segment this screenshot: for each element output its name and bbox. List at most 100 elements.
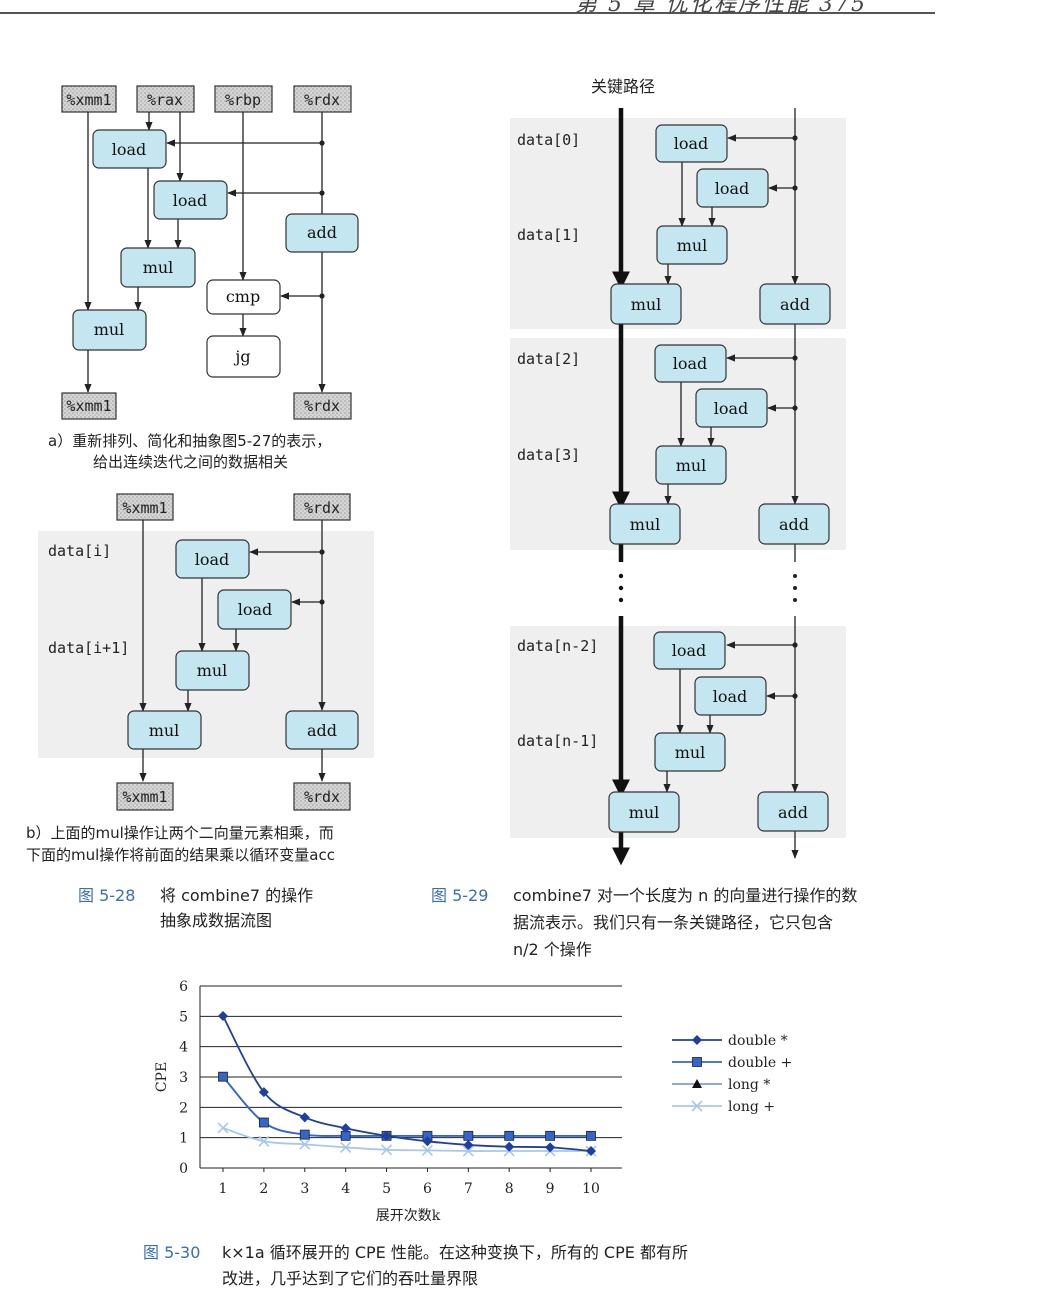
data-point (218, 1011, 228, 1022)
op-label: load (714, 399, 749, 418)
op-label: load (195, 550, 230, 569)
caption-line: 将 combine7 的操作 (160, 886, 313, 905)
op-label: mul (197, 661, 228, 680)
x-tick-label: 2 (259, 1181, 268, 1197)
caption-line: 据流表示。我们只有一条关键路径，它只包含 (513, 913, 833, 932)
x-tick-label: 8 (505, 1181, 514, 1197)
figure-number: 图 5-29 (431, 886, 488, 905)
y-tick-label: 5 (179, 1009, 188, 1025)
y-tick-label: 0 (179, 1161, 188, 1177)
op-mul: mul (655, 445, 727, 485)
reg-label: %xmm1 (122, 499, 167, 517)
legend-label: double * (728, 1033, 788, 1049)
op-label: load (674, 134, 709, 153)
x-tick-label: 5 (382, 1181, 391, 1197)
op-load: load (695, 388, 768, 428)
op-label: add (780, 295, 810, 314)
x-axis-label: 展开次数k (376, 1208, 441, 1224)
legend-marker (692, 1079, 702, 1088)
figure-5-28-caption: 图 5-28 将 combine7 的操作 抽象成数据流图 (78, 886, 313, 930)
legend-marker (691, 1100, 703, 1112)
op-label: mul (143, 258, 174, 277)
op-label: load (173, 191, 208, 210)
op-label: add (778, 803, 808, 822)
op-label: load (112, 140, 147, 159)
figure-number: 图 5-30 (143, 1243, 200, 1262)
reg-label: %rdx (304, 499, 340, 517)
data-point (381, 1130, 392, 1141)
reg-label: %xmm1 (66, 91, 111, 109)
op-add: add (758, 503, 830, 545)
figure-5-30-caption: 图 5-30 k×1a 循环展开的 CPE 性能。在这种变换下，所有的 CPE … (143, 1243, 688, 1288)
op-load-1: load (92, 129, 167, 169)
reg-top-rdx: %rdx (293, 85, 352, 113)
op-add: add (285, 213, 359, 253)
y-tick-label: 4 (179, 1040, 188, 1056)
data-point (299, 1129, 310, 1140)
legend-label: long + (728, 1099, 775, 1115)
data-point (545, 1142, 556, 1153)
fig-b-caption-line1: b）上面的mul操作让两个二向量元素相乘，而 (26, 824, 334, 842)
data-point (586, 1146, 596, 1157)
data-point (258, 1087, 269, 1098)
op-jg: jg (206, 335, 281, 378)
series-line-0 (222, 1015, 592, 1152)
x-tick-label: 1 (219, 1181, 228, 1197)
legend-marker (692, 1057, 702, 1067)
op-load-1: load (175, 539, 250, 579)
op-cmp: cmp (206, 279, 281, 315)
op-load: load (694, 676, 767, 716)
reg-label: %rdx (304, 91, 340, 109)
op-load: load (653, 631, 726, 670)
label-data-2: data[2] (517, 350, 580, 368)
op-label: mul (676, 456, 707, 475)
x-tick-label: 9 (546, 1181, 555, 1197)
op-label: mul (675, 743, 706, 762)
op-label: mul (94, 320, 125, 339)
y-tick-label: 1 (179, 1131, 188, 1147)
label-data-3: data[3] (517, 446, 580, 464)
op-label: load (672, 641, 707, 660)
reg-top-rdx: %rdx (293, 493, 351, 521)
y-tick-label: 2 (179, 1100, 188, 1116)
data-point (462, 1145, 474, 1157)
label-data-1: data[1] (517, 226, 580, 244)
caption-line: 抽象成数据流图 (160, 911, 272, 930)
reg-label: %xmm1 (66, 397, 111, 415)
reg-top-xmm1: %xmm1 (116, 493, 174, 521)
y-tick-label: 6 (179, 979, 188, 995)
op-load-2: load (217, 589, 292, 630)
series-line-3 (222, 1127, 591, 1152)
reg-top-xmm1: %xmm1 (61, 85, 117, 113)
op-add: add (285, 710, 359, 750)
op-label: load (713, 687, 748, 706)
x-tick-label: 4 (341, 1181, 350, 1197)
data-point (299, 1112, 310, 1123)
op-label: mul (677, 236, 708, 255)
op-label: load (715, 179, 750, 198)
caption-line: 改进，几乎达到了它们的吞吐量界限 (222, 1269, 478, 1288)
x-tick-label: 7 (464, 1181, 473, 1197)
x-tick-label: 3 (300, 1181, 309, 1197)
fig-b-caption-line2: 下面的mul操作将前面的结果乘以循环变量acc (26, 846, 335, 864)
data-point (463, 1130, 474, 1141)
op-label: load (238, 600, 273, 619)
data-point (463, 1139, 474, 1150)
reg-bottom-xmm1: %xmm1 (61, 392, 117, 420)
figure-b: %xmm1 %rdx data[i] data[i+1] load load m… (26, 493, 374, 864)
reg-bottom-rdx: %rdx (293, 392, 352, 420)
reg-bottom-rdx: %rdx (293, 782, 351, 811)
x-tick-label: 6 (423, 1181, 432, 1197)
op-label: mul (631, 295, 662, 314)
op-mul-critical: mul (610, 283, 682, 325)
reg-label: %xmm1 (122, 788, 167, 806)
y-tick-label: 3 (179, 1070, 188, 1086)
data-point (340, 1123, 351, 1134)
op-load: load (696, 168, 769, 208)
op-label: mul (149, 721, 180, 740)
op-mul-2: mul (72, 309, 147, 351)
op-load-2: load (153, 180, 228, 220)
op-label: add (779, 515, 809, 534)
critical-path-title: 关键路径 (591, 77, 655, 96)
